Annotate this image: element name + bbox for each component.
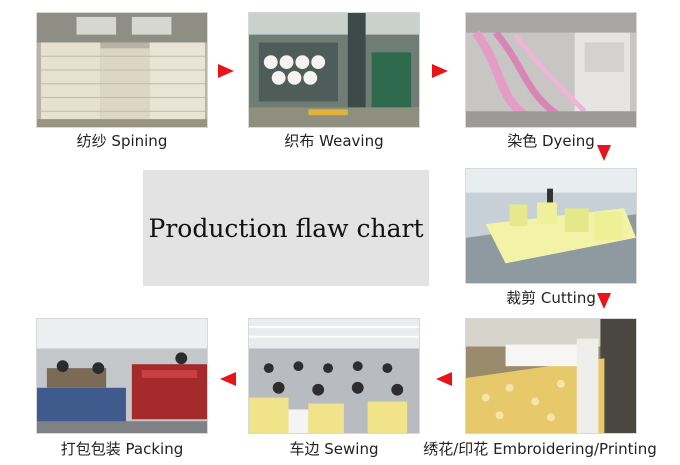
step-photo-packing — [36, 318, 208, 434]
step-label-weaving: 织布 Weaving — [284, 132, 384, 150]
title-panel: Production flaw chart — [143, 170, 429, 286]
flow-arrow-left — [436, 372, 452, 386]
flow-arrow-right — [432, 64, 448, 78]
step-label-spining: 纺纱 Spining — [76, 132, 168, 150]
step-photo-sewing — [248, 318, 420, 434]
step-label-packing: 打包包装 Packing — [60, 440, 184, 458]
step-label-embroidering-printing: 绣花/印花 Embroidering/Printing — [423, 440, 657, 458]
diagram-title: Production flaw chart — [148, 213, 424, 243]
flow-arrow-left — [220, 372, 236, 386]
step-label-sewing: 车边 Sewing — [289, 440, 379, 458]
step-photo-weaving — [248, 12, 420, 128]
flow-arrow-down — [597, 145, 611, 161]
flow-arrow-down — [597, 293, 611, 309]
flow-arrow-right — [218, 64, 234, 78]
step-photo-embroidering-printing — [465, 318, 637, 434]
step-label-dyeing: 染色 Dyeing — [507, 132, 595, 150]
step-label-cutting: 裁剪 Cutting — [506, 289, 596, 307]
step-photo-cutting — [465, 168, 637, 284]
step-photo-dyeing — [465, 12, 637, 128]
step-photo-spining — [36, 12, 208, 128]
